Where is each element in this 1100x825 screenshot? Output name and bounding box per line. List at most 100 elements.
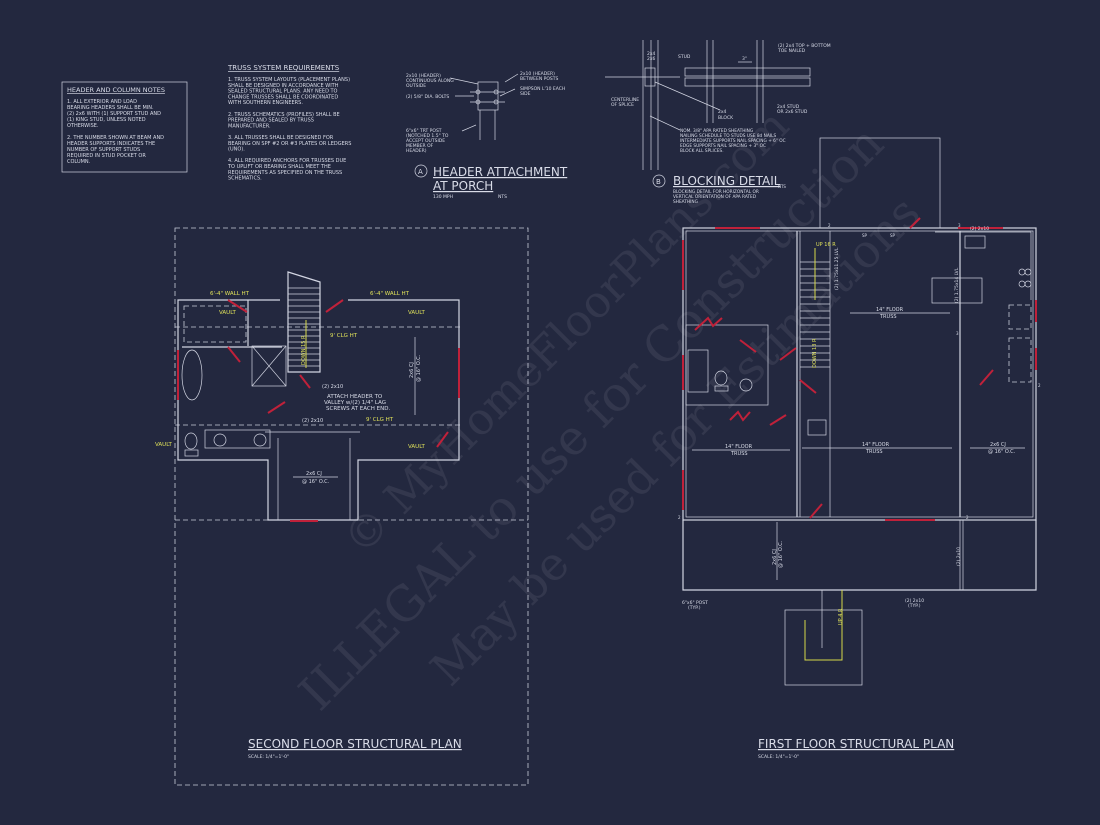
note-line: 2. TRUSS SCHEMATICS (PROFILES) SHALL BE bbox=[228, 112, 340, 118]
truss-label: 14" FLOOR bbox=[876, 307, 904, 313]
note-line: SHEATHING bbox=[673, 199, 698, 205]
header-label: (2) 2x10 bbox=[302, 418, 323, 424]
callout-text: CENTERLINE bbox=[611, 97, 639, 103]
plan-title: FIRST FLOOR STRUCTURAL PLAN bbox=[758, 737, 954, 751]
note-line: 1. ALL EXTERIOR AND LOAD bbox=[67, 99, 137, 105]
callout-text: MEMBER OF bbox=[406, 143, 434, 149]
header-label: (2) 2x10 bbox=[322, 384, 343, 390]
callout-text: HEADER) bbox=[406, 148, 427, 154]
truss-label: TRUSS bbox=[730, 451, 748, 457]
truss-system-requirements: TRUSS SYSTEM REQUIREMENTS 1. TRUSS SYSTE… bbox=[227, 64, 351, 182]
joist-label: 2x6 CJ bbox=[306, 471, 322, 477]
sp-label: SP bbox=[890, 233, 896, 238]
detail-marker bbox=[414, 164, 428, 178]
note-line: OTHERWISE. bbox=[67, 123, 99, 129]
truss-notes-title: TRUSS SYSTEM REQUIREMENTS bbox=[227, 64, 340, 72]
note-line: SHALL BE DESIGNED IN ACCORDANCE WITH bbox=[228, 83, 339, 89]
stair-label: UP 4 R bbox=[838, 608, 844, 625]
note-line: NAILING SCHEDULE TO STUDS USE 8d NAILS bbox=[680, 133, 776, 139]
second-floor-plan: 6'-4" WALL HT 6'-4" WALL HT VAULT VAULT … bbox=[155, 227, 529, 786]
truss-label: TRUSS bbox=[865, 449, 883, 455]
header-notes-title: HEADER AND COLUMN NOTES bbox=[67, 86, 165, 94]
header-label: (2) 2x10 bbox=[970, 226, 989, 232]
joist-label: @ 16" O.C. bbox=[416, 354, 422, 382]
detail-marker-letter: A bbox=[418, 168, 423, 176]
stud-count: 2 bbox=[828, 223, 831, 228]
joist-label: 2x6 CJ bbox=[990, 442, 1006, 448]
detail-marker bbox=[652, 174, 666, 188]
stair-label: DOWN 15 R bbox=[301, 335, 307, 365]
note-text: ATTACH HEADER TO bbox=[327, 394, 383, 400]
joist-label: 2x6 CJ bbox=[409, 362, 415, 378]
vault-label: VAULT bbox=[408, 310, 426, 316]
note-line: REQUIRED IN STUD POCKET OR bbox=[67, 153, 146, 159]
joist-label: @ 16" O.C. bbox=[988, 449, 1016, 455]
note-line: SCHEMATICS. bbox=[228, 176, 262, 182]
wall-height-label: 6'-4" WALL HT bbox=[370, 291, 410, 297]
header-column-notes: HEADER AND COLUMN NOTES 1. ALL EXTERIOR … bbox=[61, 81, 188, 173]
post-label: 6"x6" POST bbox=[682, 600, 708, 606]
note-line: WITH SOUTHERN ENGINEERS. bbox=[228, 100, 303, 106]
vault-label: VAULT bbox=[155, 442, 173, 448]
callout-text: (NOTCHED 1.5" TO bbox=[406, 133, 449, 139]
note-line: EDGE SUPPORTS NAIL SPACING + 3" OC bbox=[680, 143, 766, 149]
truss-label: 14" FLOOR bbox=[725, 444, 753, 450]
detail-b-blocking: STUD 2x4 2x6 (2) 2x4 TOP + BOTTOM TOE NA… bbox=[605, 40, 831, 205]
detail-scale: NTS bbox=[498, 194, 507, 200]
note-line: (UNO). bbox=[228, 147, 245, 153]
stair-label: UP 16 R bbox=[816, 242, 836, 248]
callout-text: BLOCK bbox=[718, 115, 734, 121]
detail-a-header-attachment: 2x10 (HEADER) CONTINUOUS ALONG OUTSIDE (… bbox=[406, 71, 568, 200]
plan-scale: SCALE: 1/4"=1'-0" bbox=[758, 754, 799, 760]
note-line: (2) 2x6 WITH (1) SUPPORT STUD AND bbox=[67, 111, 161, 117]
callout-text: SIMPSON L'10 EACH bbox=[520, 86, 565, 92]
joist-label: @ 16" O.C. bbox=[778, 540, 784, 568]
callout-text: 2x10 (HEADER) bbox=[406, 73, 441, 79]
stud-count: 2 bbox=[1038, 383, 1041, 388]
stud-count: 3 bbox=[958, 223, 961, 228]
callout-text: TOE NAILED bbox=[777, 48, 806, 54]
note-line: BLOCK ALL SPLICES. bbox=[680, 148, 724, 154]
vault-label: VAULT bbox=[408, 444, 426, 450]
note-line: TO UPLIFT OR BEARING SHALL MEET THE bbox=[227, 164, 331, 170]
note-line: BLOCKING DETAIL FOR HORIZONTAL OR bbox=[673, 189, 759, 195]
callout-text: OF SPLICE bbox=[611, 102, 634, 108]
note-line: 3. ALL TRUSSES SHALL BE DESIGNED FOR bbox=[228, 135, 334, 141]
note-line: CHANGE TRUSSES SHALL BE COORDINATED bbox=[228, 94, 338, 100]
beam-label: (2) 1.75x11.25 LVL bbox=[834, 247, 840, 290]
callout-text: SIDE bbox=[520, 91, 531, 97]
vault-label: VAULT bbox=[219, 310, 237, 316]
note-line: VERTICAL ORIENTATION OF APA RATED bbox=[673, 194, 757, 200]
note-line: HEADER SUPPORTS INDICATES THE bbox=[67, 141, 155, 147]
callout-text: CONTINUOUS ALONG bbox=[406, 78, 454, 84]
note-line: PREPARED AND SEALED BY TRUSS bbox=[228, 118, 314, 124]
callout-text: (2) 2x4 TOP + BOTTOM bbox=[778, 43, 831, 49]
ceiling-height-label: 9' CLG HT bbox=[330, 333, 358, 339]
wall-height-label: 6'-4" WALL HT bbox=[210, 291, 250, 297]
stud-count: 2 bbox=[966, 515, 969, 520]
note-line: COLUMN. bbox=[67, 159, 91, 165]
callout-text: OUTSIDE bbox=[406, 83, 426, 89]
callout-text: (2) 5/8" DIA. BOLTS bbox=[406, 94, 449, 100]
callout-text: 2x10 (HEADER) bbox=[520, 71, 555, 77]
beam-label: (TYP.) bbox=[908, 603, 921, 609]
stud-count: 3 bbox=[956, 331, 959, 336]
note-line: (1) KING STUD, UNLESS NOTED bbox=[67, 117, 146, 123]
detail-marker-letter: B bbox=[656, 178, 661, 186]
detail-title: AT PORCH bbox=[433, 179, 493, 193]
callout-text: ACCEPT OUTSIDE bbox=[406, 138, 445, 144]
callout-text: OR 2x6 STUD bbox=[777, 109, 808, 115]
note-line: 1. TRUSS SYSTEM LAYOUTS (PLACEMENT PLANS… bbox=[228, 77, 350, 83]
note-line: 4. ALL REQUIRED ANCHORS FOR TRUSSES DUE bbox=[228, 158, 346, 164]
sp-label: SP bbox=[862, 233, 868, 238]
callout-text: 2x6 bbox=[647, 56, 656, 62]
joist-label: @ 16" O.C. bbox=[302, 479, 330, 485]
note-line: 2. THE NUMBER SHOWN AT BEAM AND bbox=[67, 135, 164, 141]
stud-count: 2 bbox=[678, 515, 681, 520]
beam-label: (2) 2x10 bbox=[905, 598, 924, 604]
wind-speed: 130 MPH bbox=[433, 194, 453, 200]
note-line: INTERMEDIATE SUPPORTS NAIL SPACING + 6" … bbox=[680, 138, 786, 144]
callout-text: 2x4 STUD bbox=[777, 104, 800, 110]
beam-label: (2) 1.75x14 LVL bbox=[954, 267, 960, 303]
